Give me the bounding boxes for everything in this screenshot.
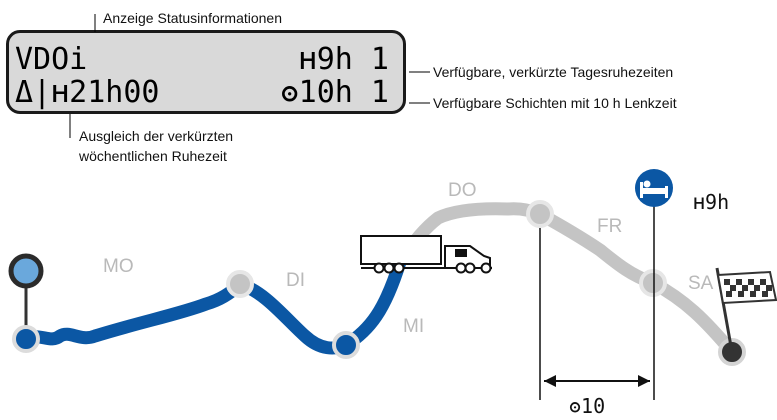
day-label-fr: FR [597,216,623,237]
route-planned [393,202,739,359]
callout-compensation-line1: Ausgleich der verkürzten [79,128,234,144]
tachograph-display: VDOi ʜ9h 1 Δ|ʜ21h00 ʘ10h 1 [6,30,406,114]
day-label-mo: MO [103,256,134,277]
callout-compensation-line2: wöchentlichen Ruhezeit [79,148,227,164]
display-line1-right: ʜ9h 1 [298,42,389,77]
display-line2-left: Δ|ʜ21h00 [15,75,160,110]
callout-shifts: Verfügbare Schichten mit 10 h Lenkzeit [433,95,677,111]
callout-reduced-rest: Verfügbare, verkürzte Tagesruhezeiten [433,64,674,80]
day-label-do: DO [448,180,477,201]
map-pin-icon [8,253,44,353]
waypoint-do [526,200,554,228]
span-arrow-left-head [544,375,556,387]
callout-status: Anzeige Statusinformationen [103,10,282,26]
waypoint-fr [639,269,667,297]
waypoint-mi [332,331,360,359]
waypoint-di [226,270,254,298]
display-line2-right: ʘ10h 1 [280,75,389,110]
truck-icon [360,235,492,274]
day-label-di: DI [286,270,305,291]
drive-symbol-label: ʘ10 [569,394,606,418]
rest-symbol-label: ʜ9h [693,190,730,214]
display-line1-left: VDOi [15,42,88,77]
checkered-flag-icon [715,267,777,366]
span-arrow-right-head [638,375,650,387]
day-label-sa: SA [688,273,714,294]
bed-icon [635,169,673,400]
day-label-mi: MI [403,316,425,337]
